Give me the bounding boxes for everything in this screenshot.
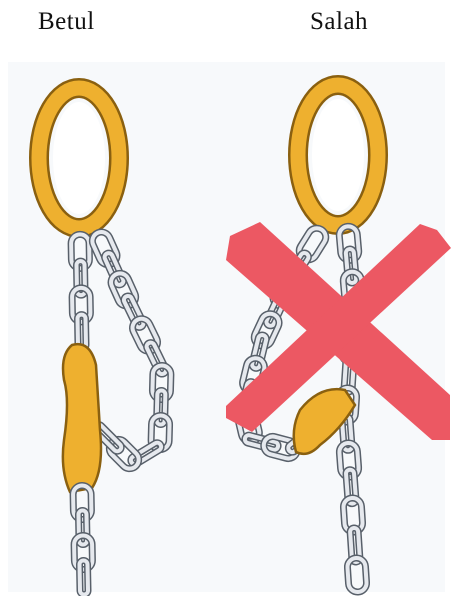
grab-hook-correct (63, 344, 101, 492)
chain-sling-correct-illustration (39, 88, 171, 595)
